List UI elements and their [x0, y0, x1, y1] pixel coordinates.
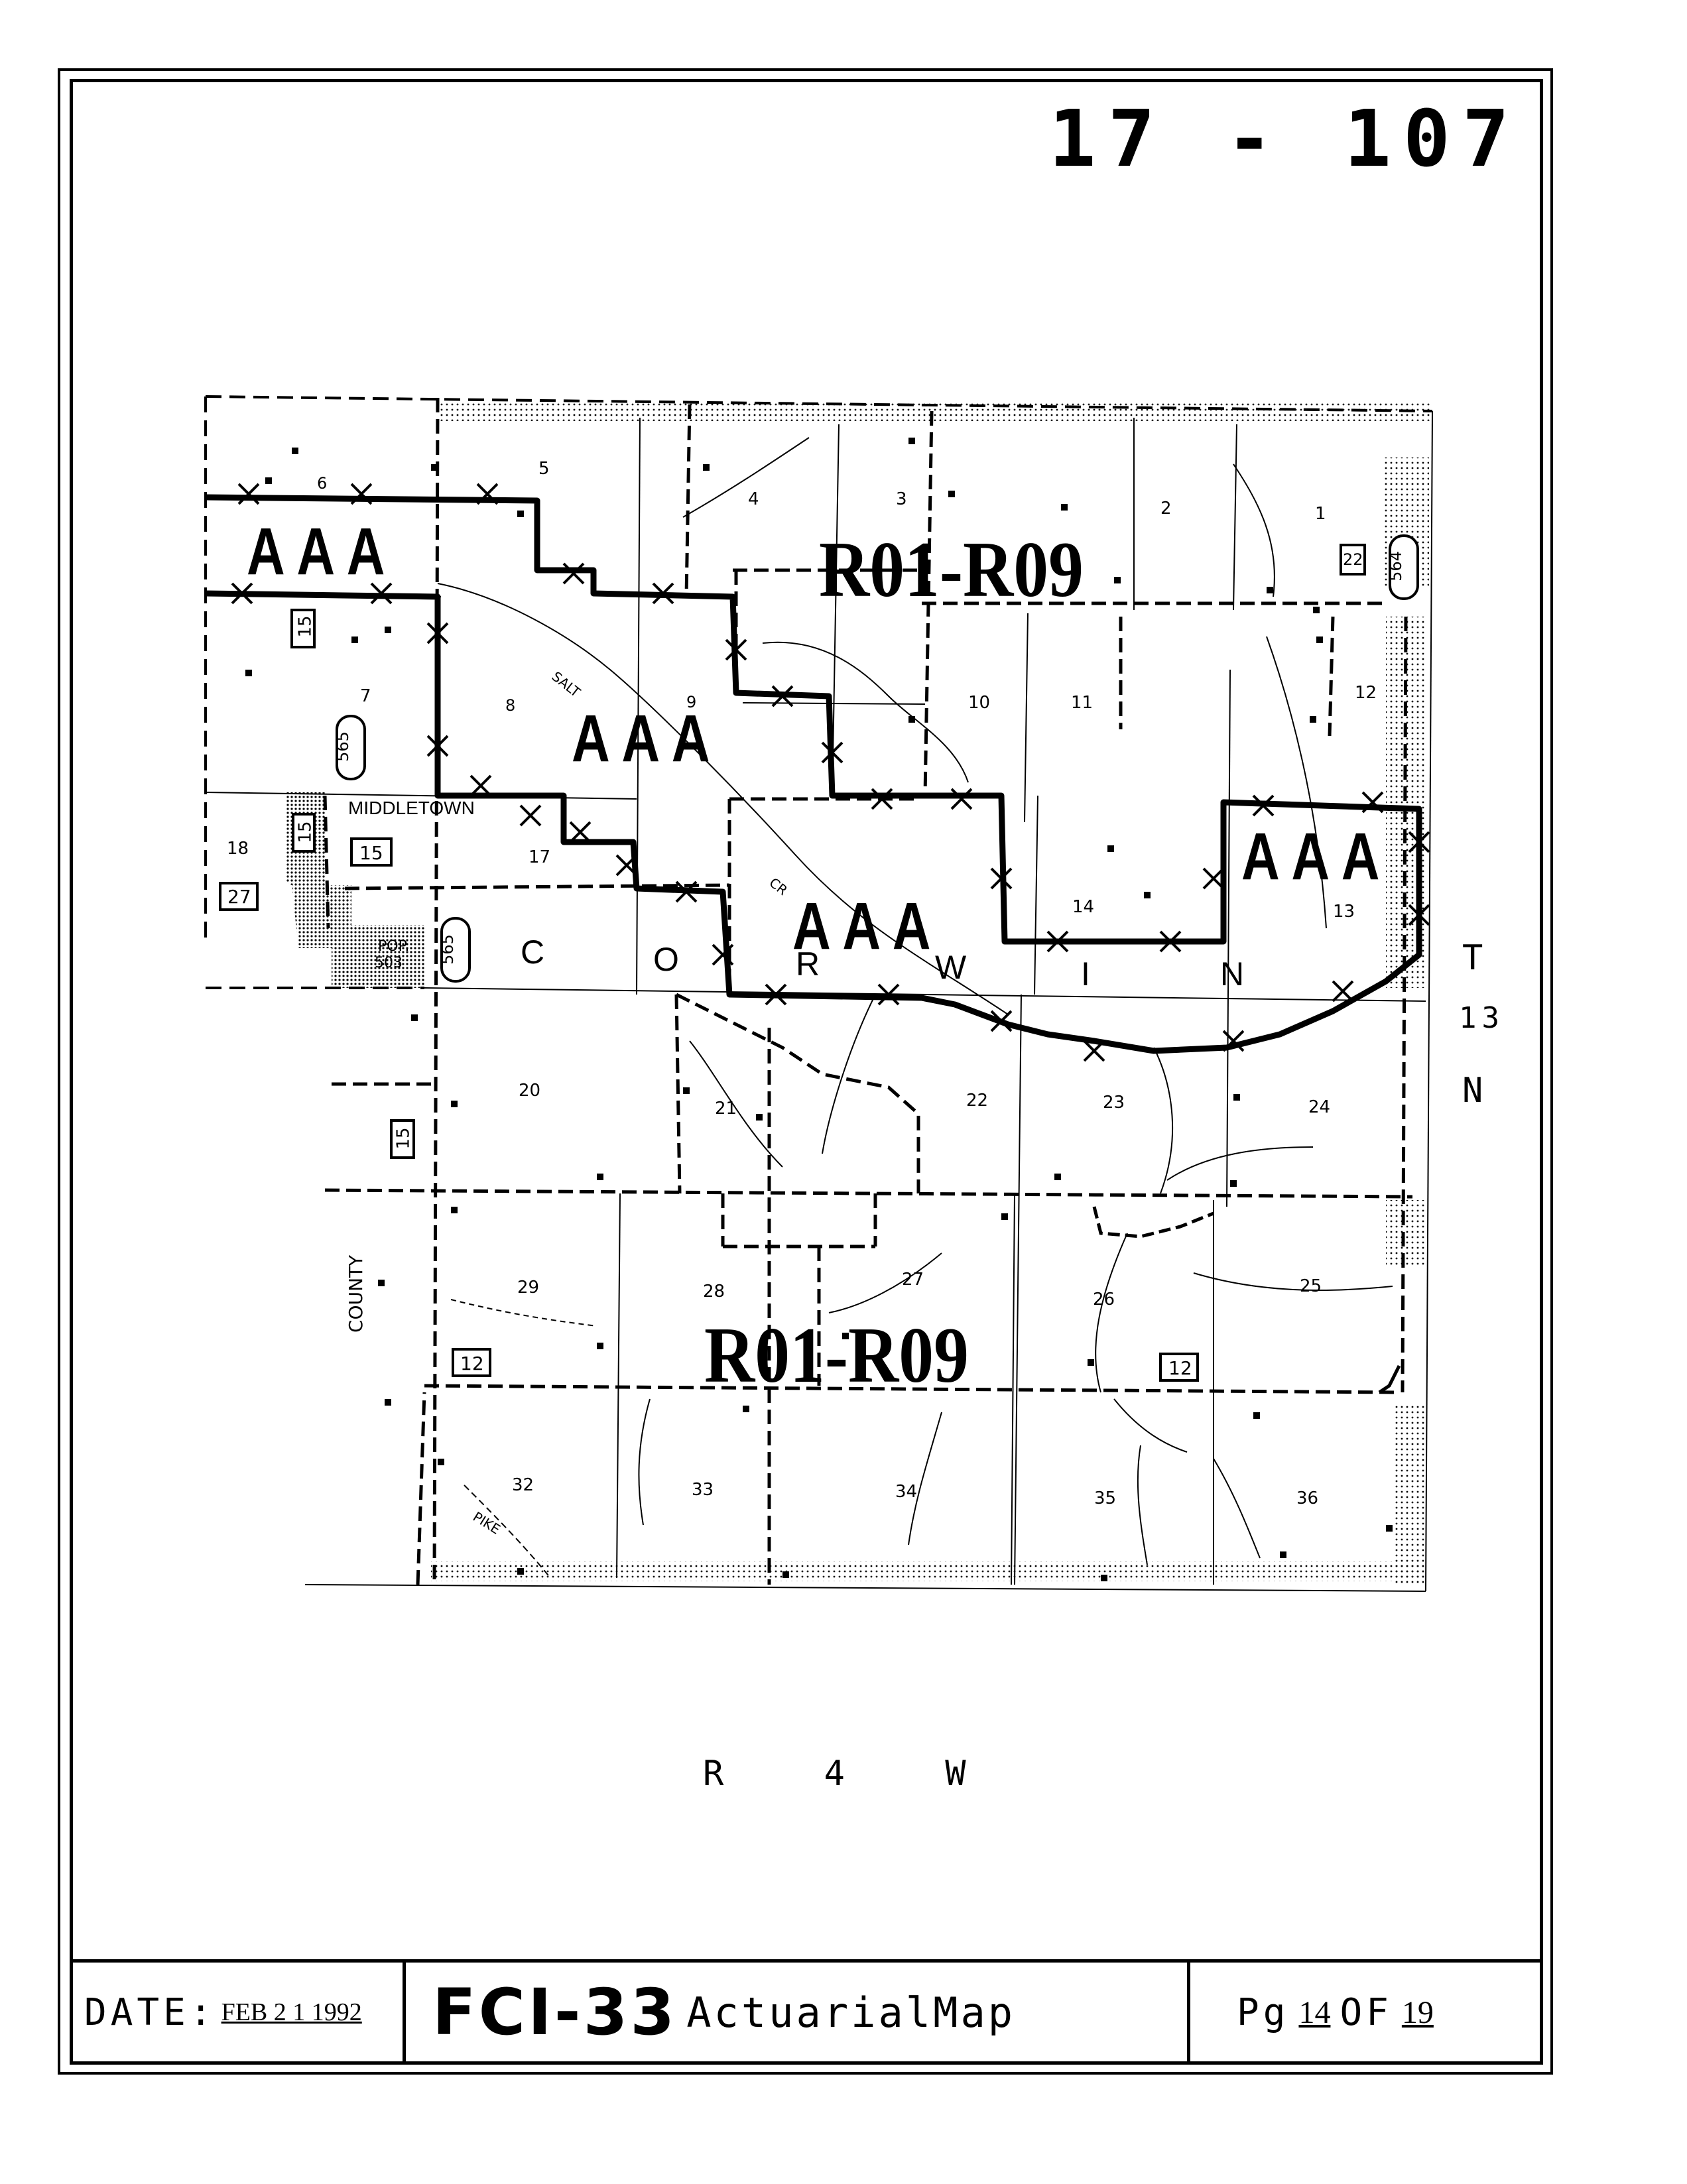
structures: [245, 438, 1393, 1581]
date-cell: DATE: FEB 2 1 1992: [71, 1963, 406, 2062]
shield-15-c: 15: [359, 842, 383, 864]
township-letter-n: N: [1220, 955, 1245, 993]
section-1: 1: [1315, 504, 1326, 524]
of-label: OF: [1340, 1990, 1393, 2034]
range-label: R 4 W: [703, 1754, 1006, 1793]
section-14: 14: [1072, 897, 1095, 917]
highway-shields: [219, 544, 1366, 1382]
shield-15-d: 15: [393, 1127, 414, 1150]
section-17: 17: [529, 847, 551, 867]
township-number: 13: [1459, 1001, 1505, 1035]
section-8: 8: [505, 696, 516, 715]
page-label: Pg: [1237, 1990, 1290, 2034]
route-565-north: 565: [333, 731, 352, 762]
township-letter-o: O: [653, 941, 679, 978]
section-22: 22: [966, 1091, 989, 1111]
county-road-label: COUNTY: [345, 1254, 367, 1333]
shield-15-a: 15: [295, 615, 316, 638]
zone-label-nw: AAA: [247, 515, 397, 589]
section-6: 6: [317, 474, 328, 493]
shield-12-east: 12: [1168, 1357, 1192, 1379]
route-565-south: 565: [438, 934, 457, 965]
section-34: 34: [895, 1482, 918, 1502]
page-total: 19: [1401, 1994, 1434, 2030]
township-letter-c: C: [521, 934, 545, 971]
section-10: 10: [968, 693, 991, 713]
section-21: 21: [715, 1099, 737, 1119]
section-4: 4: [748, 489, 759, 509]
section-32: 32: [512, 1475, 534, 1495]
date-label: DATE:: [84, 1990, 216, 2034]
section-25: 25: [1300, 1276, 1322, 1296]
pop-label: POP.: [378, 938, 410, 955]
date-value: FEB 2 1 1992: [221, 1998, 362, 2026]
roads: [323, 397, 1413, 1585]
section-18: 18: [227, 839, 249, 859]
township-t: T: [1462, 938, 1483, 978]
section-27: 27: [902, 1270, 924, 1290]
pike-label: PIKE: [469, 1508, 503, 1538]
section-35: 35: [1094, 1488, 1117, 1508]
zone-label-center: AAA: [572, 701, 722, 776]
salt-creek-label: SALT: [548, 668, 584, 701]
section-12: 12: [1355, 683, 1377, 703]
shield-15-b: 15: [295, 821, 316, 843]
page-number: 14: [1298, 1994, 1331, 2030]
streams: [437, 437, 1393, 1579]
section-23: 23: [1103, 1093, 1125, 1113]
middletown-label: MIDDLETOWN: [348, 798, 475, 818]
title-cell: FCI-33 ActuarialMap: [406, 1963, 1190, 2062]
zone-label-south: AAA: [792, 889, 943, 963]
township-n: N: [1462, 1071, 1483, 1111]
section-11: 11: [1071, 693, 1093, 713]
boundary-x-marks: [231, 483, 1430, 1062]
section-7: 7: [360, 686, 371, 706]
section-13: 13: [1333, 902, 1355, 922]
creek-abbr-label: CR: [766, 874, 791, 899]
shield-22: 22: [1343, 550, 1363, 569]
section-29: 29: [517, 1278, 540, 1298]
section-20: 20: [519, 1081, 541, 1101]
zone-label-east: AAA: [1241, 819, 1392, 894]
pop-value: 503: [375, 955, 403, 971]
title-block: DATE: FEB 2 1 1992 FCI-33 ActuarialMap P…: [71, 1959, 1542, 2062]
route-564: 564: [1386, 551, 1405, 581]
section-5: 5: [538, 459, 550, 479]
form-code: FCI-33: [432, 1975, 678, 2049]
section-24: 24: [1308, 1097, 1331, 1117]
section-9: 9: [686, 693, 697, 711]
section-3: 3: [896, 489, 907, 509]
state-route-ovals: [336, 534, 1419, 983]
shield-12-west: 12: [460, 1353, 484, 1374]
township-letter-w: W: [935, 949, 967, 986]
section-28: 28: [703, 1282, 725, 1302]
rate-code-south: R01-R09: [704, 1311, 969, 1399]
section-36: 36: [1296, 1488, 1319, 1508]
map-id: 17 - 107: [1048, 93, 1521, 184]
rate-code-north: R01-R09: [819, 525, 1084, 613]
shield-27: 27: [227, 886, 251, 908]
township-letter-i: I: [1081, 955, 1090, 993]
section-33: 33: [692, 1480, 714, 1500]
map-title: ActuarialMap: [686, 1988, 1016, 2037]
page-cell: Pg 14 OF 19: [1190, 1963, 1542, 2062]
section-2: 2: [1160, 499, 1172, 518]
section-26: 26: [1093, 1290, 1115, 1309]
page-frame-outer: [58, 68, 1553, 2075]
page-frame-inner: [70, 79, 1543, 2065]
township-letter-r: R: [796, 945, 820, 983]
section-grid: [204, 395, 1433, 1592]
